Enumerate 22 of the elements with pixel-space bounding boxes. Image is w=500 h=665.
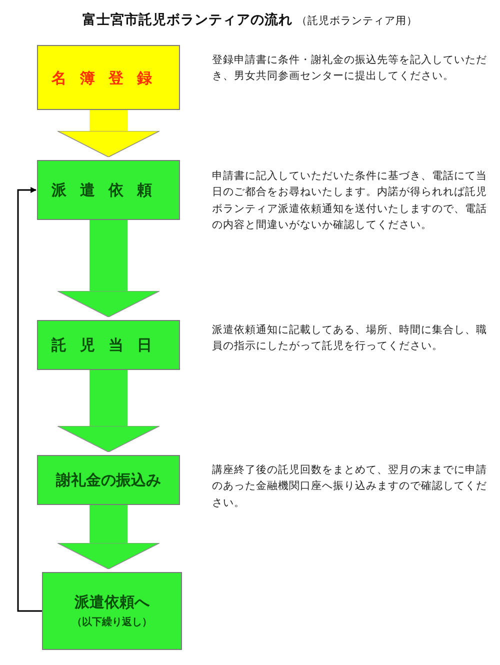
block-arrow (57, 110, 160, 158)
process-box (37, 455, 180, 505)
box-label: 派遣依頼へ (74, 593, 150, 611)
step-description: 派遣依頼通知に記載してある、場所、時間に集合し、職員の指示にしたがって託児を行ってください。 (212, 323, 487, 354)
block-arrow (57, 505, 160, 570)
box-label: 名簿登録 (52, 68, 166, 86)
process-box (37, 45, 180, 110)
step-description: 講座終了後の託児回数をまとめて、翌月の末までに申請のあった金融機関口座へ振り込みますので確認してください。 (212, 463, 487, 511)
step-description: 登録申請書に条件・謝礼金の振込先等を記入していただき、男女共同参画センターに提出してください。 (212, 53, 487, 84)
box-label: 派遣依頼 (52, 181, 166, 199)
process-box (37, 160, 180, 220)
box-label: 託児当日 (52, 336, 166, 354)
title-note: （託児ボランティア用） (296, 15, 418, 27)
step-description: 申請書に記入していただいた条件に基づき、電話にて当日のご都合をお尋ねいたします。内諾が得られれば託児ボランティア派遣依頼通知を送付いたしますので、電話の内容と間違いがないか確認してください。 (212, 169, 487, 233)
block-arrow (57, 370, 160, 452)
diagram-title: 富士宮市託児ボランティアの流れ (82, 12, 292, 28)
process-box (42, 572, 182, 650)
block-arrow (57, 220, 160, 318)
box-label: 謝礼金の振込み (56, 471, 161, 489)
box-note: （以下繰り返し） (72, 617, 152, 629)
loop-back-arrow (17, 187, 42, 612)
process-box (37, 320, 180, 370)
